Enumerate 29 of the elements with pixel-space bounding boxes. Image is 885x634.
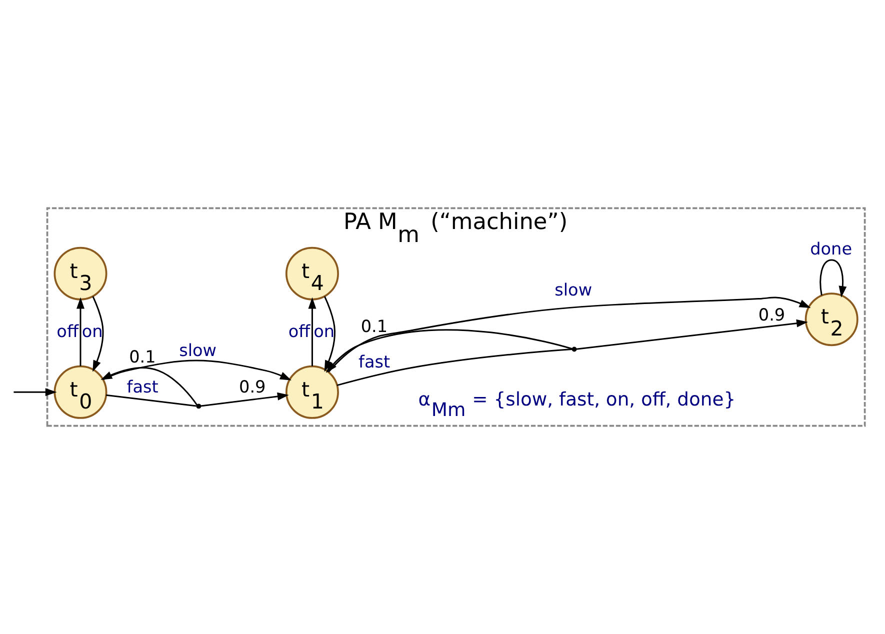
edge-label: 0.9 [239, 376, 266, 397]
arrow [200, 392, 289, 407]
edge-label: slow [554, 279, 592, 300]
arrow [328, 296, 811, 373]
arrow [92, 296, 104, 372]
arrow [103, 360, 292, 380]
arrow [14, 388, 57, 396]
edge-label: fast [358, 351, 390, 372]
arrow [576, 319, 808, 350]
edge-label: off [288, 320, 310, 341]
edge-label: 0.9 [758, 304, 786, 325]
edge-label: on [82, 320, 103, 341]
node-point [572, 346, 577, 352]
arrow [308, 297, 316, 366]
edge-label: 0.1 [129, 346, 156, 367]
edge-label: 0.1 [360, 316, 388, 336]
edge-label: slow [179, 340, 217, 360]
arrow [76, 297, 84, 366]
edge-label: on [314, 320, 335, 341]
edge-label: done [810, 238, 852, 259]
node-point [196, 404, 202, 409]
arrow [324, 296, 336, 372]
edge-label: off [56, 320, 79, 341]
connector [336, 348, 572, 386]
arrow [326, 329, 572, 373]
edge-label: fast [126, 376, 158, 397]
connector [106, 394, 196, 407]
arrow [100, 367, 198, 406]
arrow [820, 259, 847, 298]
